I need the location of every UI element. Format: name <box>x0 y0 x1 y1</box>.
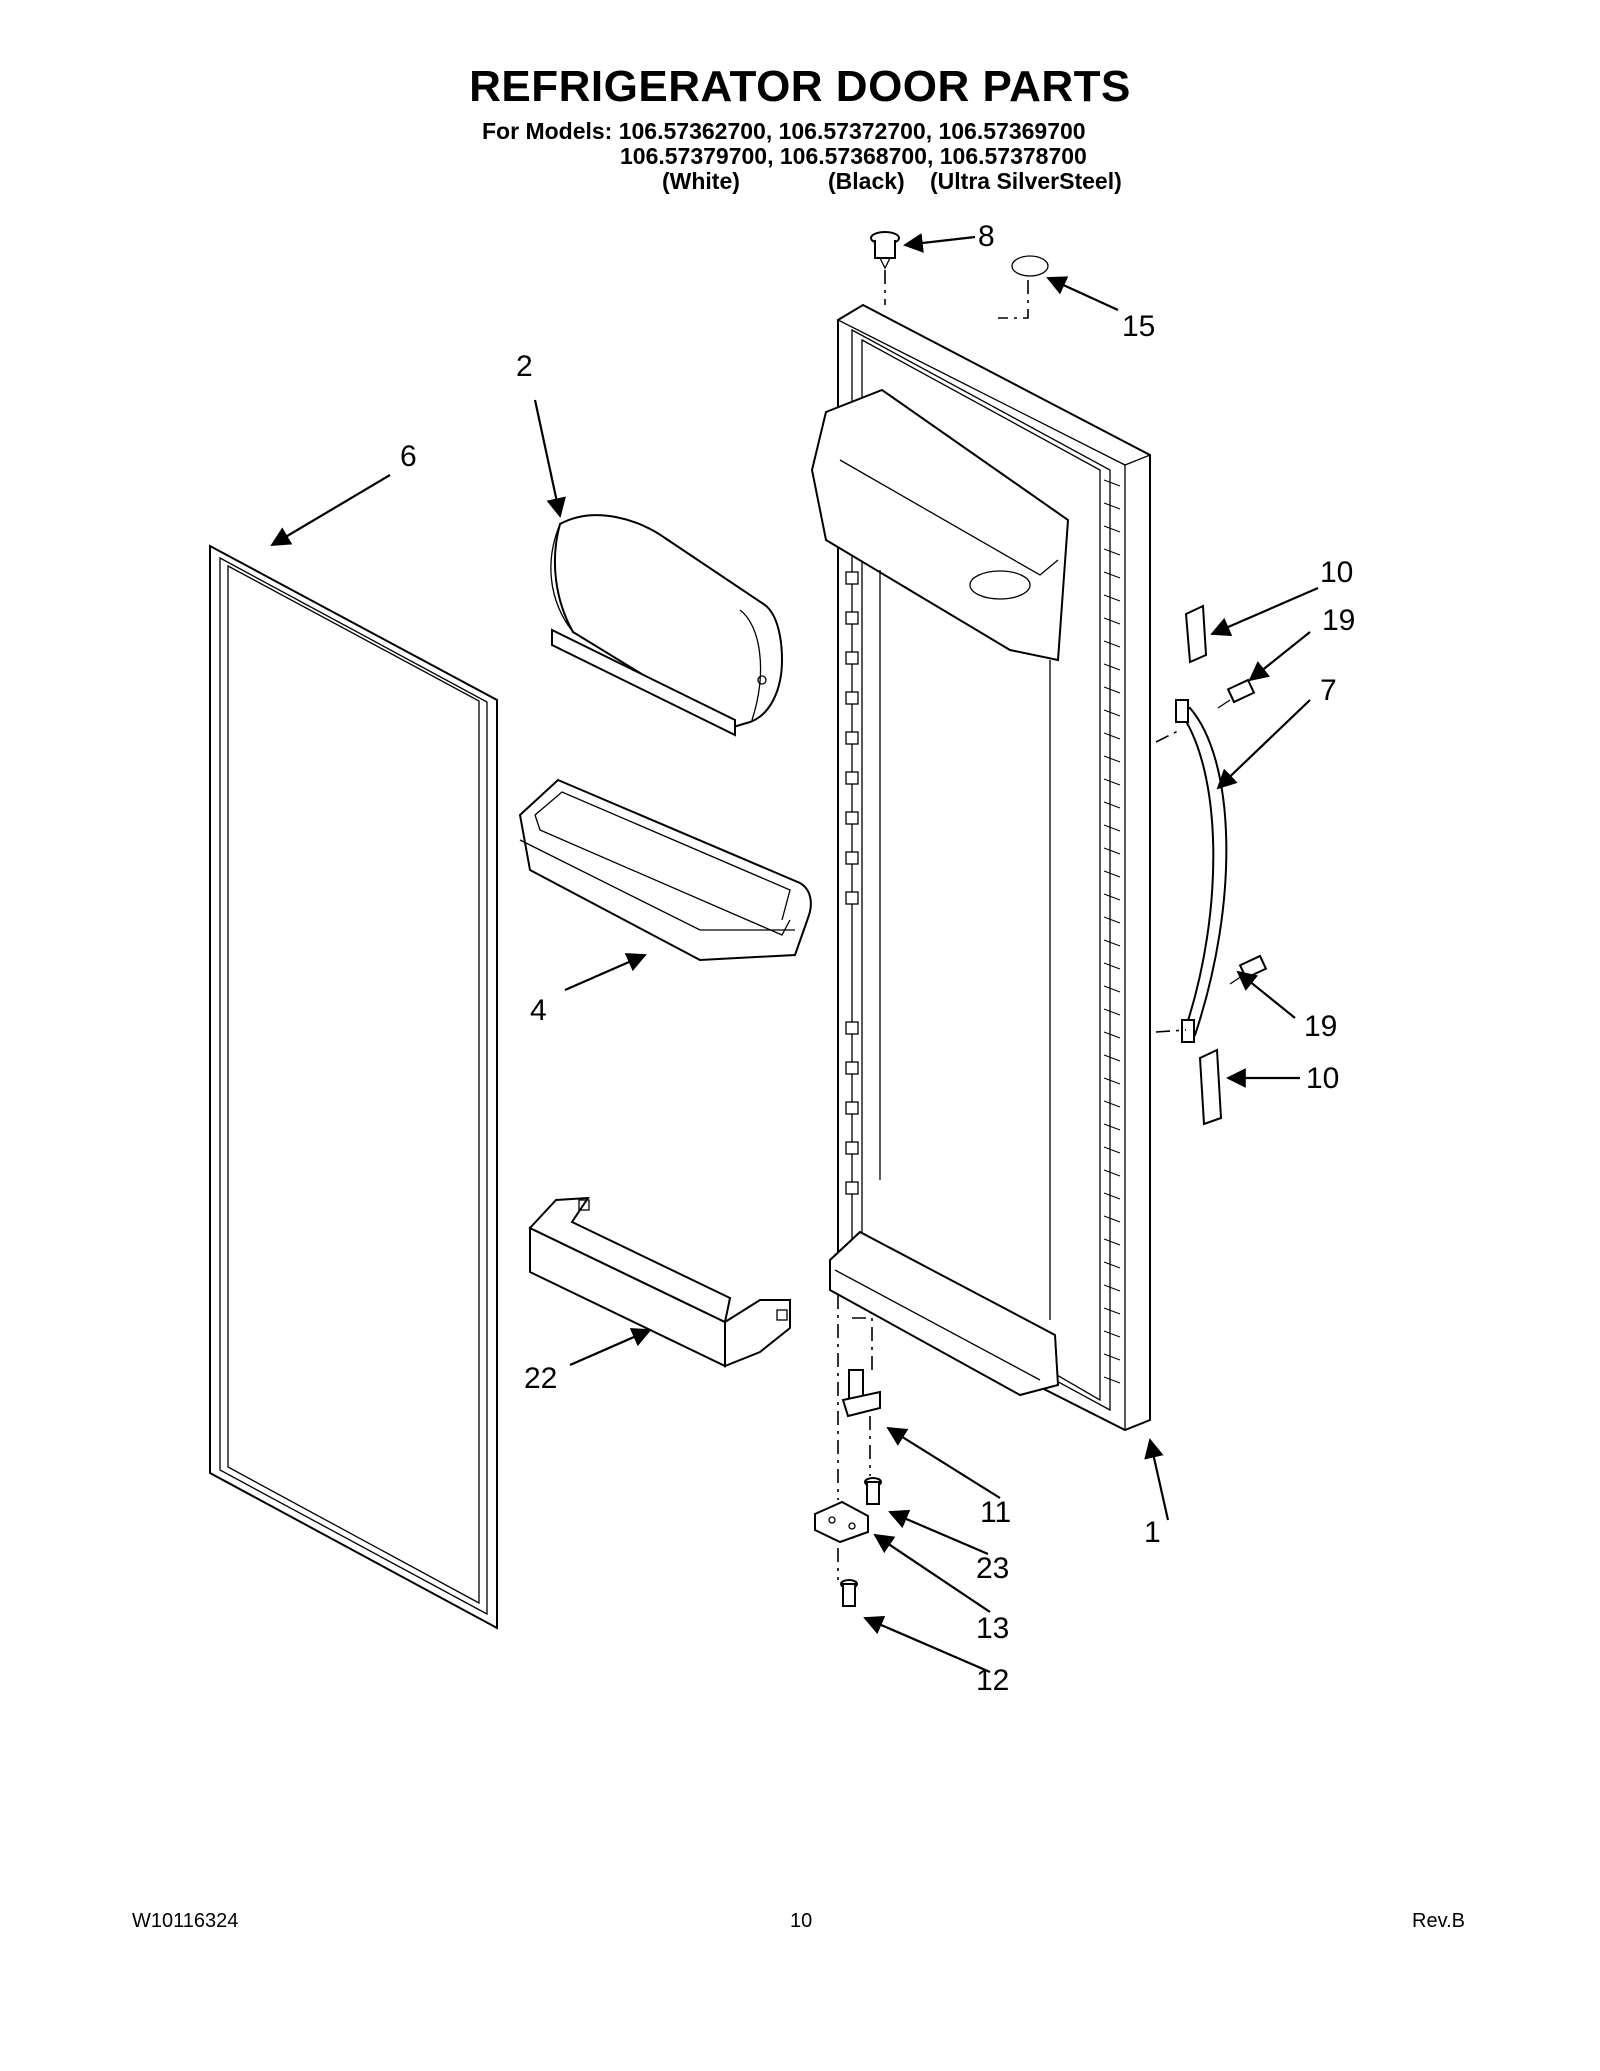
callout-10-lower: 10 <box>1306 1062 1339 1095</box>
callout-arrows <box>270 233 1319 1674</box>
bottom-bin-part <box>528 1196 791 1368</box>
gasket-rib <box>1103 548 1121 556</box>
gasket-rib <box>1103 1261 1121 1269</box>
callout-13: 13 <box>976 1612 1009 1645</box>
callout-22: 22 <box>524 1362 557 1395</box>
gasket-rib <box>1103 479 1121 487</box>
handle-screw-upper <box>1217 678 1256 709</box>
hinge-block-part <box>814 1500 869 1544</box>
models-line-1: For Models: 106.57362700, 106.57372700, … <box>482 118 1086 144</box>
gasket-rib <box>1103 893 1121 901</box>
gasket-rib <box>1103 1238 1121 1246</box>
gasket-rib <box>1103 801 1121 809</box>
dairy-door-part <box>550 514 784 737</box>
rail-tab <box>845 691 859 705</box>
callout-4: 4 <box>530 994 547 1027</box>
door-handle-part <box>1175 699 1228 1043</box>
gasket-rib <box>1103 962 1121 970</box>
callout-2: 2 <box>516 350 533 383</box>
callout-6: 6 <box>400 440 417 473</box>
ring-part <box>1011 255 1049 277</box>
gasket-rib <box>1103 1100 1121 1108</box>
hinge-bottom-screw-part <box>840 1579 858 1607</box>
handle-bracket-upper <box>1184 604 1208 664</box>
page-title: REFRIGERATOR DOOR PARTS <box>469 62 1131 111</box>
rail-tab <box>845 1101 859 1115</box>
gasket-rib <box>1103 594 1121 602</box>
callout-7: 7 <box>1320 674 1337 707</box>
hinge-screw-part <box>864 1477 882 1505</box>
revision-label: Rev.B <box>1412 1910 1465 1932</box>
gasket-rib <box>1103 824 1121 832</box>
rail-tab <box>845 1021 859 1035</box>
rail-tab <box>845 611 859 625</box>
gasket-rib <box>1103 1192 1121 1200</box>
gasket-rib <box>1103 1146 1121 1154</box>
gasket-rib <box>1103 916 1121 924</box>
gasket-rib <box>1103 640 1121 648</box>
callout-1: 1 <box>1144 1516 1161 1549</box>
gasket-rib <box>1103 663 1121 671</box>
gasket-rib <box>1103 1376 1121 1384</box>
variant-black: (Black) <box>828 168 905 194</box>
gasket-rib <box>1103 525 1121 533</box>
models-line-2: 106.57379700, 106.57368700, 106.57378700 <box>620 143 1087 169</box>
assembly-lines <box>837 270 1187 1580</box>
gasket-rib <box>1103 755 1121 763</box>
callout-19-lower: 19 <box>1304 1010 1337 1043</box>
gasket-rib <box>1103 939 1121 947</box>
gasket-rib <box>1103 502 1121 510</box>
page-number: 10 <box>790 1910 813 1932</box>
gasket-rib <box>1103 847 1121 855</box>
callout-19-upper: 19 <box>1322 604 1355 637</box>
gasket-rib <box>1103 686 1121 694</box>
gasket-rib <box>1103 617 1121 625</box>
variant-steel: (Ultra SilverSteel) <box>930 168 1122 194</box>
rail-tab <box>845 731 859 745</box>
gasket-rib <box>1103 1054 1121 1062</box>
variant-white: (White) <box>662 168 740 194</box>
callout-8: 8 <box>978 220 995 253</box>
document-number: W10116324 <box>132 1910 239 1932</box>
gasket-rib <box>1103 732 1121 740</box>
rail-tab <box>845 1181 859 1195</box>
gasket-rib <box>1103 1169 1121 1177</box>
gasket-rib <box>1103 709 1121 717</box>
gasket-rib <box>1103 778 1121 786</box>
gasket-rib <box>1103 870 1121 878</box>
callout-11: 11 <box>980 1496 1011 1529</box>
callout-15: 15 <box>1122 310 1155 343</box>
gasket-rib <box>1103 1330 1121 1338</box>
door-gasket-part <box>209 544 498 1630</box>
callout-23: 23 <box>976 1552 1009 1585</box>
gasket-rib <box>1103 1307 1121 1315</box>
hinge-pin-part <box>841 1369 881 1418</box>
gasket-rib <box>1103 1284 1121 1292</box>
rail-tab <box>845 771 859 785</box>
callout-10-upper: 10 <box>1320 556 1353 589</box>
door-bin-part <box>518 778 812 962</box>
rail-tab <box>845 811 859 825</box>
door-rail-tabs <box>845 479 1121 1384</box>
rail-tab <box>845 1061 859 1075</box>
refrigerator-door-part <box>810 303 1152 1432</box>
gasket-rib <box>1103 1215 1121 1223</box>
rail-tab <box>845 571 859 585</box>
gasket-rib <box>1103 571 1121 579</box>
top-plug-part <box>870 231 900 270</box>
gasket-rib <box>1103 1077 1121 1085</box>
gasket-rib <box>1103 1353 1121 1361</box>
rail-tab <box>845 851 859 865</box>
gasket-rib <box>1103 1123 1121 1131</box>
rail-tab <box>845 891 859 905</box>
rail-tab <box>845 1141 859 1155</box>
handle-bracket-lower <box>1198 1048 1223 1126</box>
gasket-rib <box>1103 1008 1121 1016</box>
gasket-rib <box>1103 1031 1121 1039</box>
callout-12: 12 <box>976 1664 1009 1697</box>
rail-tab <box>845 651 859 665</box>
gasket-rib <box>1103 985 1121 993</box>
